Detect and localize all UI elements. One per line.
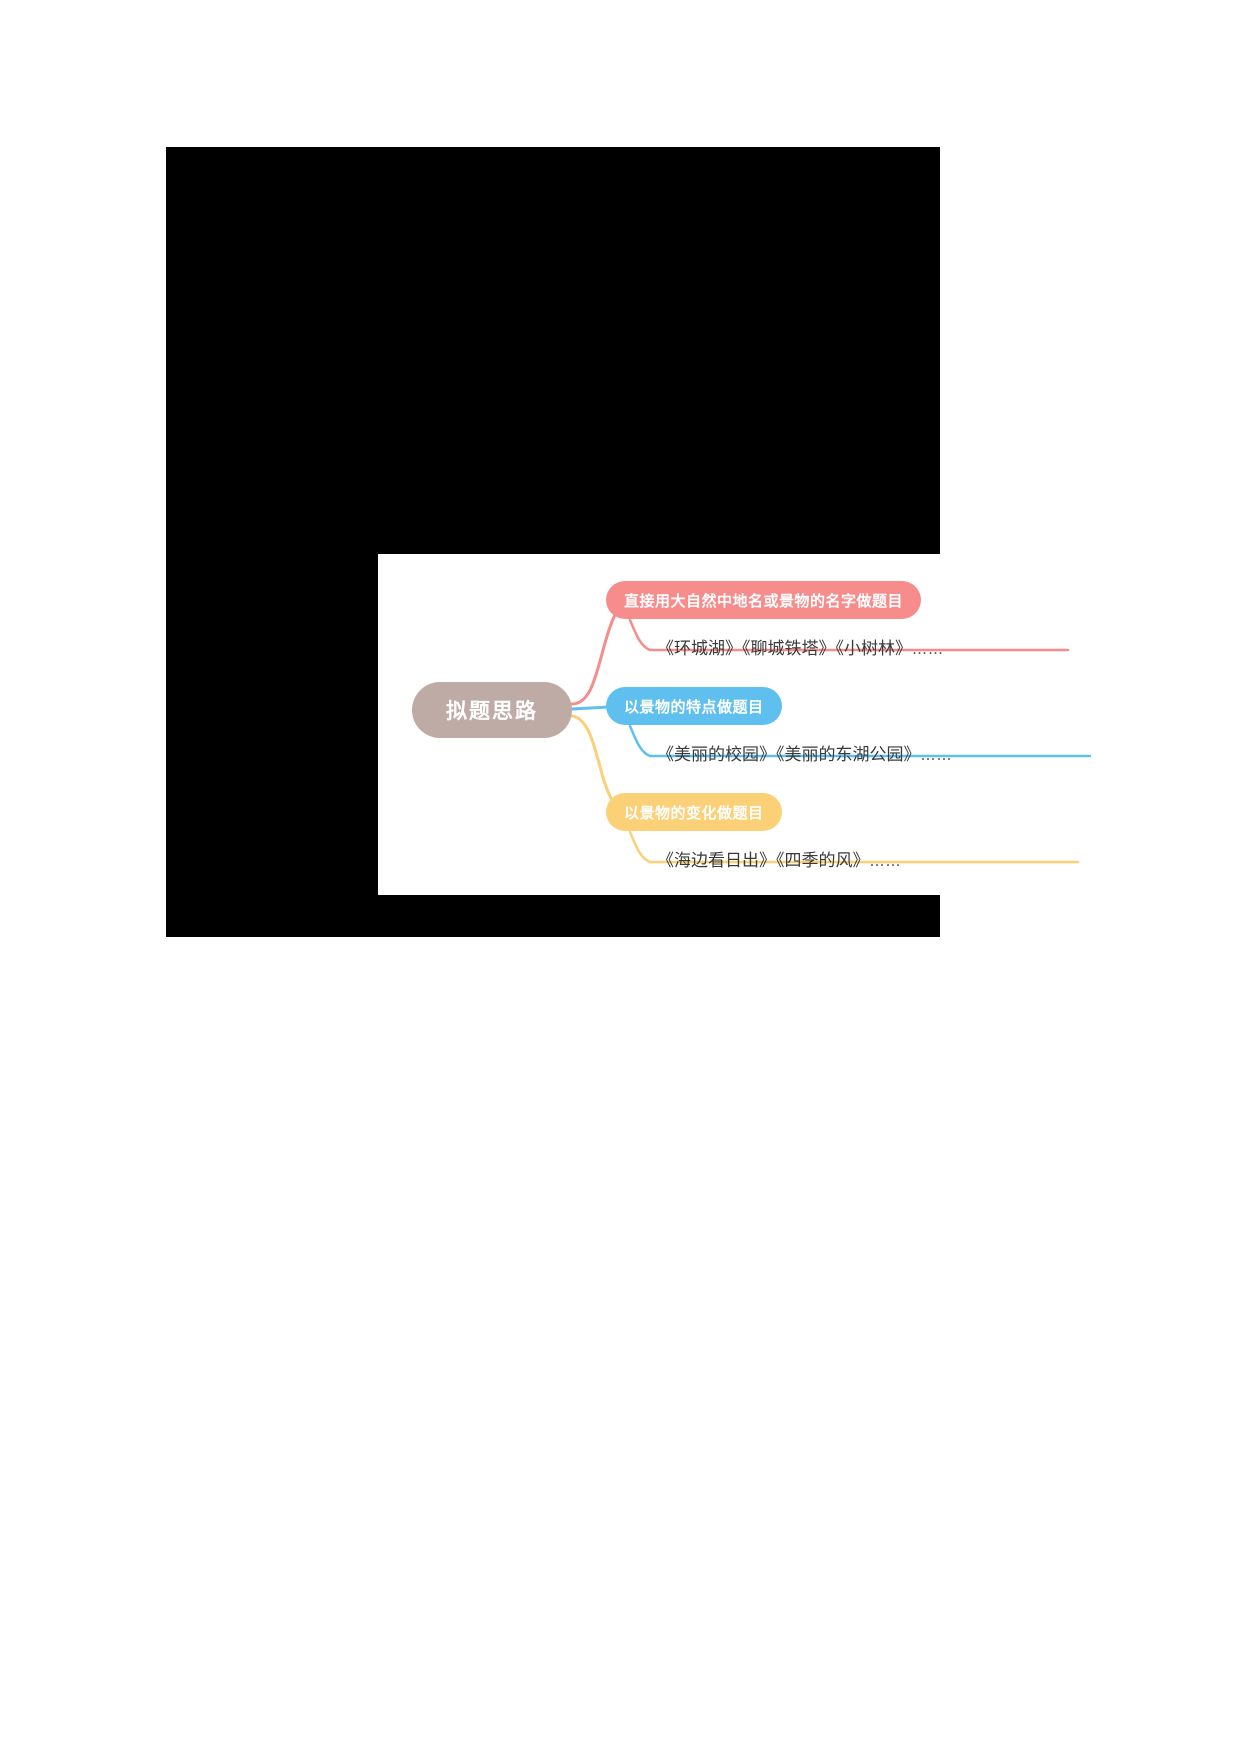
connector-layer	[570, 598, 1091, 864]
mindmap-leaf-examples-2: 《美丽的校园》《美丽的东湖公园》……	[657, 740, 953, 765]
mindmap-leaf-ellipsis-1: ……	[912, 640, 944, 658]
mindmap-leaf-text-1: 《环城湖》《聊城铁塔》《小树林》	[657, 639, 912, 659]
mindmap-leaf-ellipsis-2: ……	[920, 746, 953, 764]
mindmap-branch-label-2: 以景物的特点做题目	[624, 698, 764, 716]
mindmap-leaf-examples-3: 《海边看日出》《四季的风》……	[657, 846, 902, 871]
slide-frame: 拟题思路 直接用大自然中地名或景物的名字做题目 《环城湖》《聊城铁塔》《小树林》…	[166, 147, 1091, 937]
mindmap-branch-node-2[interactable]: 以景物的特点做题目	[606, 687, 782, 725]
mindmap-card: 拟题思路 直接用大自然中地名或景物的名字做题目 《环城湖》《聊城铁塔》《小树林》…	[378, 554, 1091, 895]
mindmap-leaf-text-3: 《海边看日出》《四季的风》	[657, 851, 870, 871]
mindmap-leaf-text-2: 《美丽的校园》《美丽的东湖公园》	[657, 745, 921, 765]
mindmap-branch-node-3[interactable]: 以景物的变化做题目	[606, 793, 782, 831]
mindmap-root-node[interactable]: 拟题思路	[412, 682, 572, 738]
underline-branch-2	[628, 724, 1091, 758]
mindmap-branch-label-3: 以景物的变化做题目	[624, 804, 764, 822]
mindmap-leaf-examples-1: 《环城湖》《聊城铁塔》《小树林》……	[657, 634, 944, 659]
mindmap-root-label: 拟题思路	[446, 700, 538, 723]
mindmap-leaf-ellipsis-3: ……	[869, 852, 902, 870]
underline-branch-3	[628, 830, 1080, 864]
mindmap-branch-label-1: 直接用大自然中地名或景物的名字做题目	[624, 592, 904, 610]
mindmap-branch-node-1[interactable]: 直接用大自然中地名或景物的名字做题目	[606, 581, 922, 619]
underline-branch-1	[628, 618, 1070, 652]
